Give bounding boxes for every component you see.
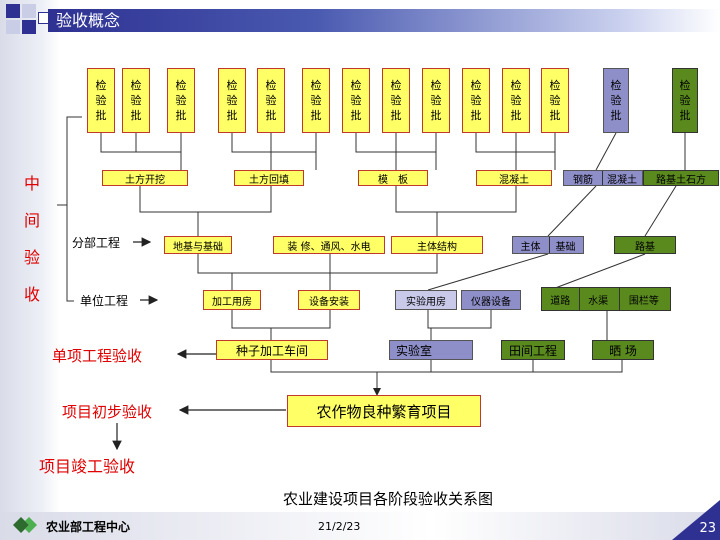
verification-batch-8: 检验批 [382,68,410,133]
node-fence-label: 围栏等 [628,295,659,307]
node-main-part-label: 主体 [520,241,541,253]
node-concrete: 混凝土 [476,170,552,186]
node-road-label: 道路 [550,295,571,307]
node-breeding-project: 农作物良种繁育项目 [287,395,481,427]
footer-date: 21/2/23 [318,520,361,533]
node-processing-room: 加工用房 [203,290,261,310]
page-number-triangle [672,500,720,540]
verification-batch-10: 检验批 [462,68,490,133]
page-number: 23 [699,521,716,536]
verification-batch-3: 检验批 [167,68,195,133]
side-label-char-3: 验 [24,248,41,267]
decor-square-1 [6,4,20,18]
node-backfill: 土方回填 [234,170,304,186]
verification-batch-purple: 检验批 [603,68,629,133]
node-main-structure: 主体结构 [391,236,483,254]
node-base-label: 基础 [555,241,576,253]
node-foundation: 地基与基础 [164,236,232,254]
node-earthwork: 土方开挖 [102,170,188,186]
verification-batch-2: 检验批 [122,68,150,133]
node-main-base: 主体 基础 [512,236,584,254]
decor-square-3 [6,20,20,34]
node-instruments: 仪器设备 [461,290,521,310]
verification-batch-4: 检验批 [218,68,246,133]
node-lab-room: 实验用房 [395,290,457,310]
title-bar [48,9,720,32]
footer-logo-icon [13,517,37,533]
node-laboratory: 实验室 [389,340,473,360]
node-formwork: 模 板 [358,170,428,186]
verification-batch-1: 检验批 [87,68,115,133]
node-divider [619,288,620,310]
side-label-char-2: 间 [24,211,41,230]
node-field-project: 田间工程 [501,340,565,360]
label-completion-acceptance: 项目竣工验收 [39,457,136,476]
node-decoration: 装 修、通风、水电 [273,236,385,254]
footer-organization: 农业部工程中心 [46,520,131,534]
footer-bar [0,512,720,540]
node-divider [602,171,603,185]
node-divider [549,237,550,253]
verification-batch-9: 检验批 [422,68,450,133]
node-roadbed: 路基 [614,236,676,254]
side-label-char-4: 收 [24,285,41,304]
verification-batch-11: 检验批 [502,68,530,133]
verification-batch-green: 检验批 [672,68,698,133]
node-drying-field: 晒 场 [592,340,654,360]
node-road-canal-fence: 道路 水渠 围栏等 [541,287,671,311]
left-background-gradient [0,0,60,540]
node-divider [579,288,580,310]
decor-square-4 [22,20,36,34]
node-seed-workshop: 种子加工车间 [216,340,328,360]
verification-batch-7: 检验批 [342,68,370,133]
node-rebar-concrete: 钢筋 混凝土 [563,170,643,186]
label-sub-project: 分部工程 [72,236,121,250]
node-rebar-label: 钢筋 [573,174,593,186]
verification-batch-6: 检验批 [302,68,330,133]
node-equipment-install: 设备安装 [298,290,360,310]
verification-batch-12: 检验批 [541,68,569,133]
verification-batch-5: 检验批 [257,68,285,133]
slide-title: 验收概念 [56,11,121,30]
label-unit-project: 单位工程 [80,294,129,308]
diagram-caption: 农业建设项目各阶段验收关系图 [283,490,494,508]
label-preliminary-acceptance: 项目初步验收 [62,403,153,421]
label-single-item-acceptance: 单项工程验收 [52,347,143,365]
decor-square-2 [22,4,36,18]
node-concrete2-label: 混凝土 [607,174,637,186]
node-canal-label: 水渠 [588,295,609,307]
side-label-char-1: 中 [24,174,41,193]
node-roadbed-stone: 路基土石方 [643,170,719,186]
